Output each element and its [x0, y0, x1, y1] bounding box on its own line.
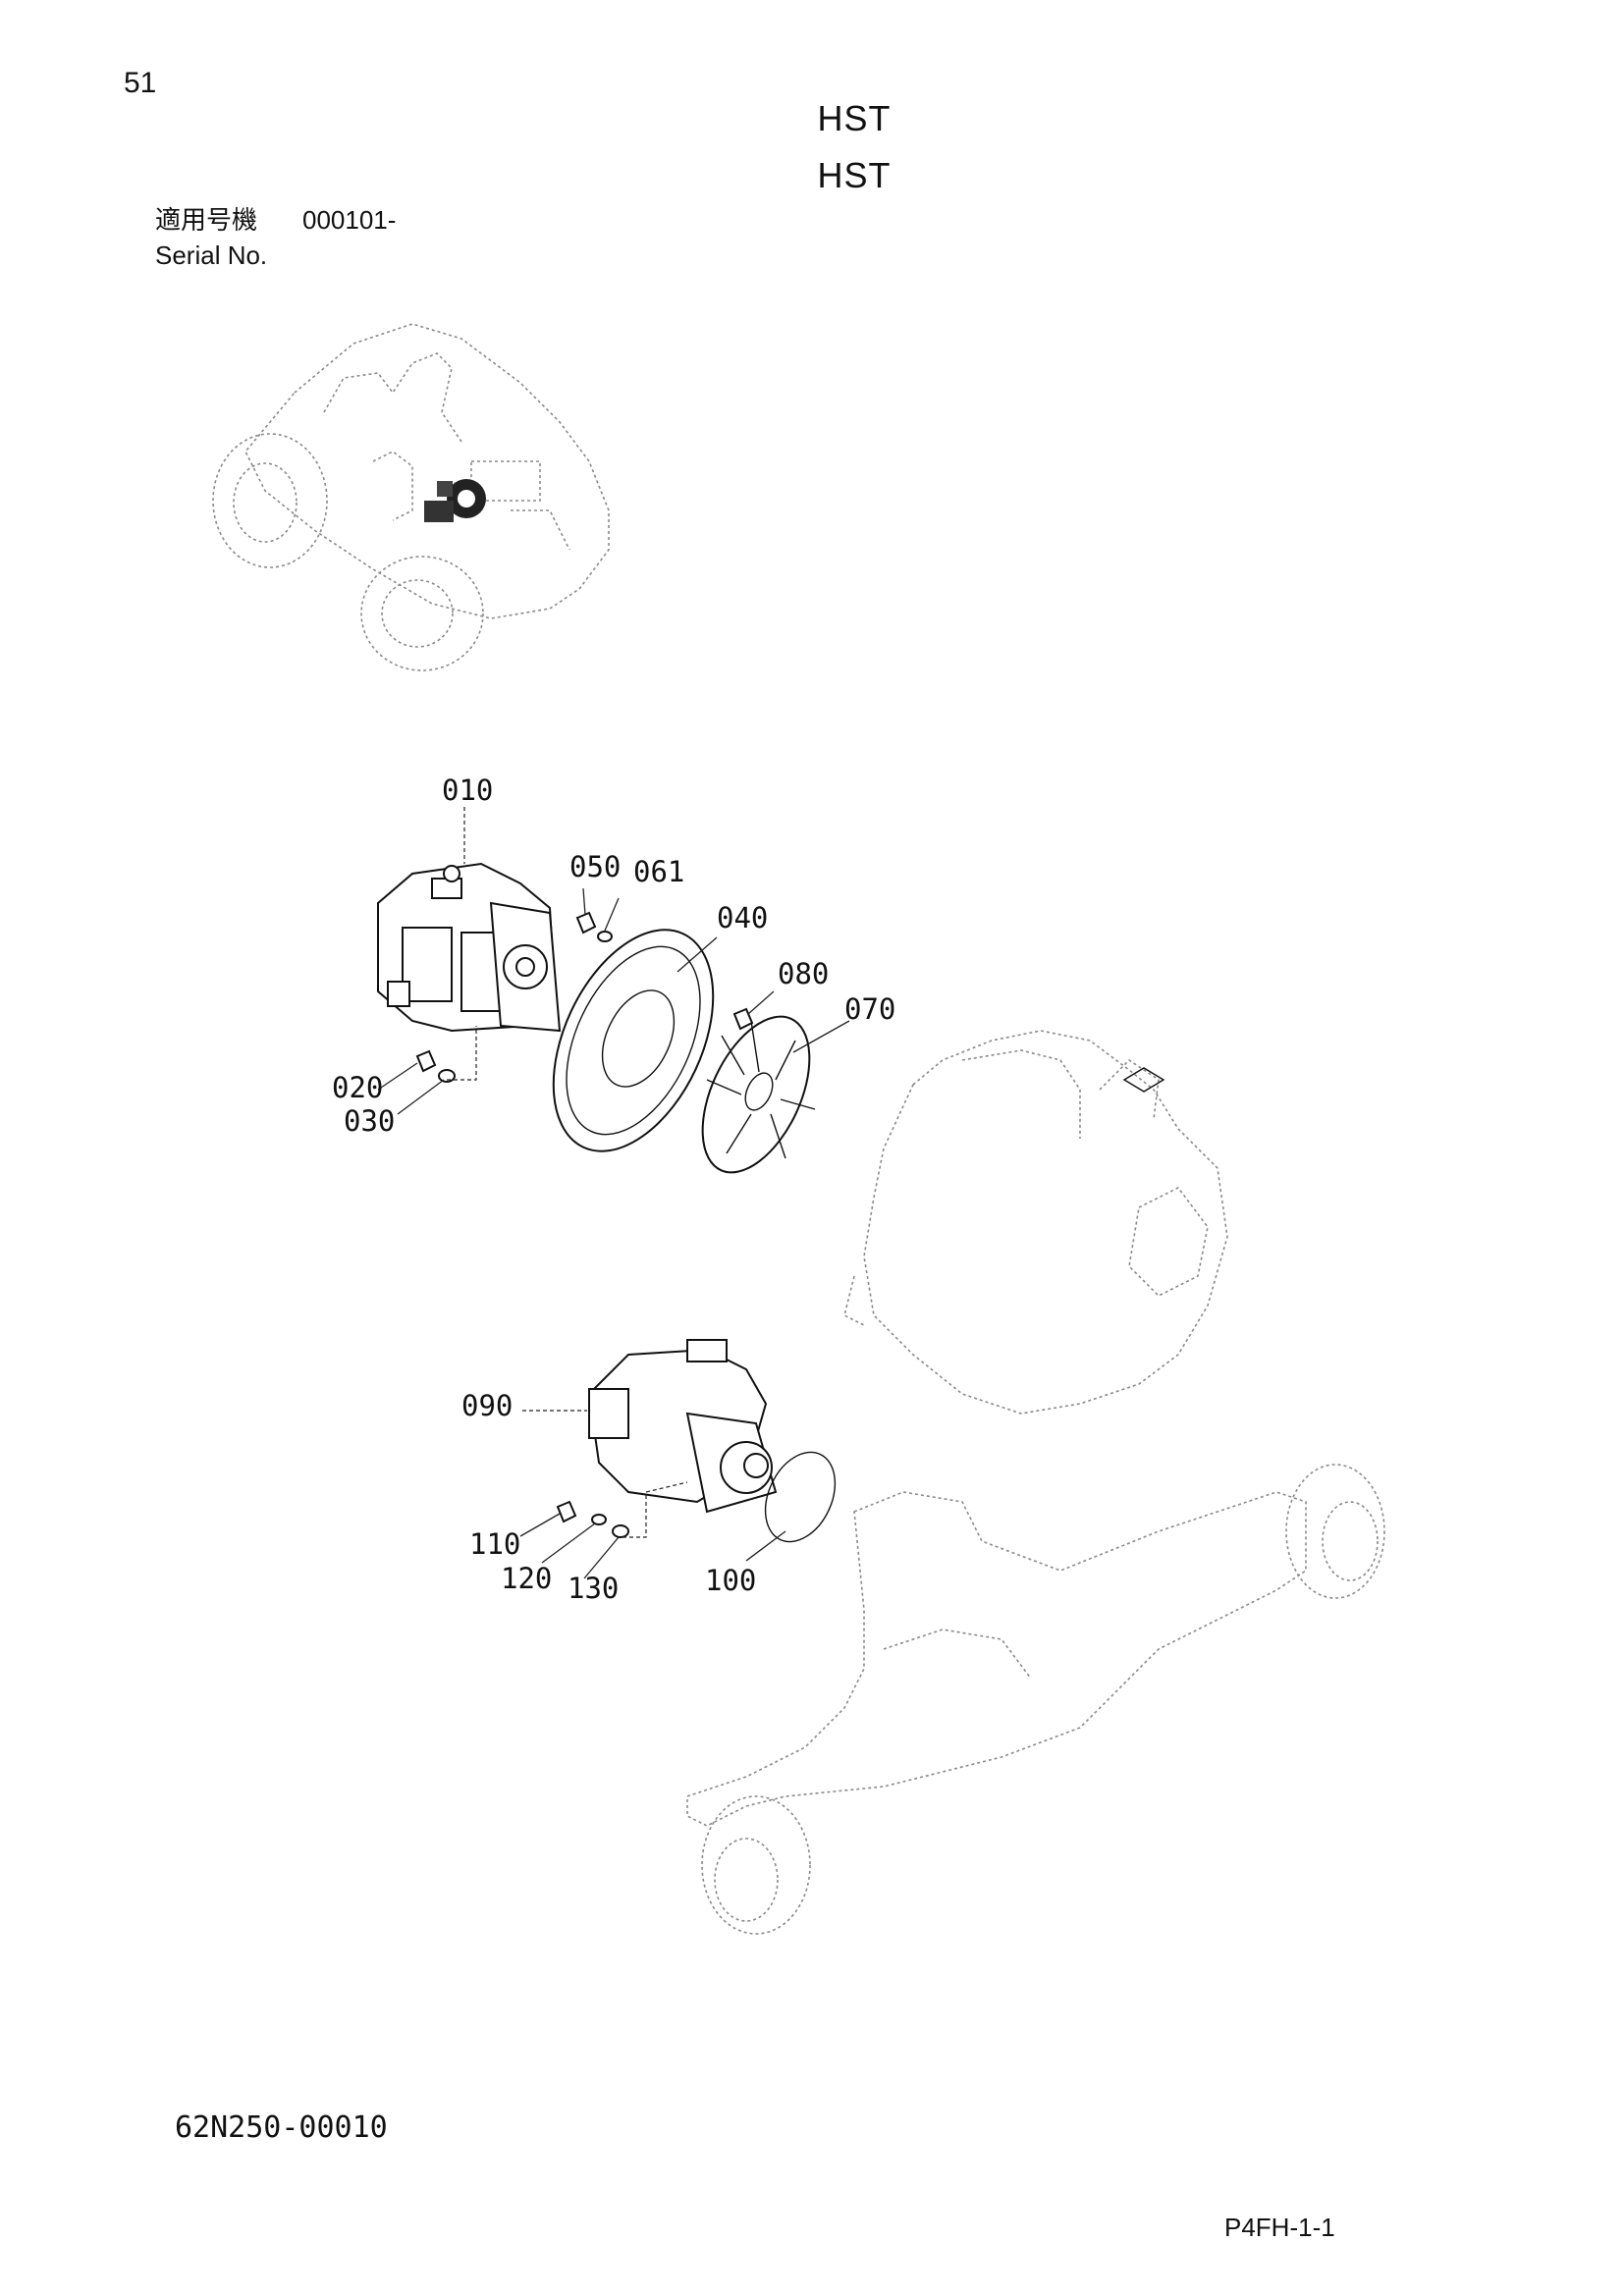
- page-title-en: HST: [817, 155, 892, 195]
- callout-030: 030: [344, 1104, 395, 1138]
- fasteners-lower: [556, 1500, 629, 1538]
- part-040-housing: [552, 929, 715, 1152]
- drawing-number: 62N250-00010: [175, 2110, 388, 2145]
- callout-090: 090: [461, 1389, 513, 1422]
- serial-applicability: 適用号機 000101- Serial No.: [155, 202, 396, 273]
- serial-from-value: 000101-: [302, 205, 397, 235]
- callout-050: 050: [569, 850, 621, 883]
- part-100-o-ring: [764, 1451, 837, 1543]
- engine-outline: [843, 1030, 1228, 1415]
- callout-080: 080: [778, 957, 829, 990]
- callout-100: 100: [705, 1564, 756, 1597]
- page-number: 51: [124, 67, 157, 99]
- serial-label-jp: 適用号機: [155, 205, 258, 235]
- callout-110: 110: [469, 1527, 520, 1561]
- sheet-code: P4FH-1-1: [1224, 2213, 1335, 2242]
- callout-040: 040: [717, 901, 768, 934]
- callout-061: 061: [633, 855, 684, 888]
- callout-120: 120: [501, 1562, 552, 1595]
- part-090-hst-motor: [587, 1339, 778, 1514]
- machine-overview-illustration: [212, 323, 610, 671]
- serial-label-en: Serial No.: [155, 240, 268, 270]
- callout-070: 070: [844, 992, 895, 1026]
- axle-outline: [686, 1464, 1385, 1935]
- leader-lines: [377, 807, 850, 1579]
- callout-130: 130: [568, 1572, 619, 1605]
- part-010-hst-pump: [377, 862, 562, 1033]
- callout-010: 010: [442, 774, 493, 807]
- callout-020: 020: [332, 1071, 383, 1104]
- part-070-coupling: [701, 1015, 816, 1174]
- fasteners-upper: [415, 911, 754, 1083]
- page-title-jp: HST: [817, 98, 892, 138]
